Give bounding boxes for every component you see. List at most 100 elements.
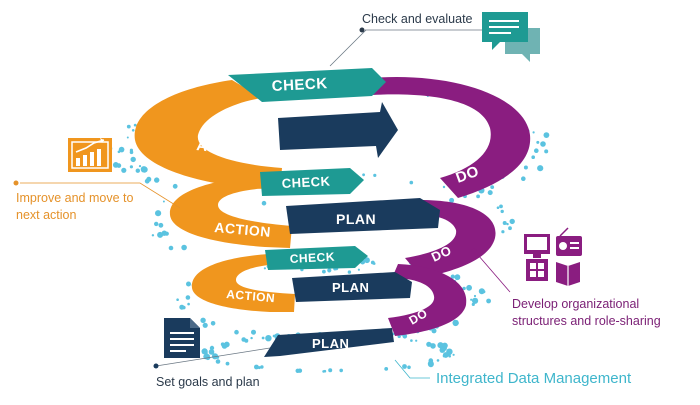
bubble-dot <box>129 150 134 155</box>
bubble-dot <box>496 206 500 209</box>
bubble-dot <box>472 297 479 304</box>
bubble-dot <box>261 336 265 340</box>
bubble-dot <box>347 270 352 274</box>
bubble-dot <box>536 140 540 144</box>
bubble-dot <box>154 177 160 183</box>
bubble-dot <box>426 341 432 347</box>
bubble-dot <box>208 349 215 355</box>
bubble-dot <box>215 359 221 364</box>
bubble-dot <box>126 124 131 129</box>
do-band-top <box>372 77 531 198</box>
bubble-dot <box>322 370 325 373</box>
bubble-dot <box>263 267 266 270</box>
caption-set-goals: Set goals and plan <box>156 375 260 389</box>
caption-improve-line2: next action <box>16 208 77 222</box>
document-icon <box>164 318 200 358</box>
bubble-dot <box>168 245 174 251</box>
bubble-dot <box>450 274 455 279</box>
bubble-dot <box>544 149 549 154</box>
bubble-dot <box>537 165 544 172</box>
bubble-dot <box>154 221 159 227</box>
bubble-dot <box>186 281 191 287</box>
bubble-dot <box>487 190 493 196</box>
bubble-dot <box>146 176 152 182</box>
bubble-dot <box>506 222 509 226</box>
bubble-dot <box>257 366 261 370</box>
plan-label-arrow: PLAN <box>312 336 349 351</box>
bubble-dot <box>415 339 418 342</box>
bubble-dot <box>409 180 414 185</box>
connector-dot <box>471 248 477 254</box>
check-band-mid <box>260 168 364 196</box>
bubble-dot <box>501 230 505 234</box>
bubble-dot <box>440 346 447 352</box>
bubble-dot <box>502 221 507 225</box>
bubble-dot <box>133 123 137 127</box>
bubble-dot <box>162 200 165 203</box>
bubble-dot <box>357 268 360 271</box>
bubble-dot <box>151 234 155 237</box>
bubble-dot <box>482 290 486 294</box>
bubble-dot <box>448 354 452 358</box>
bubble-dot <box>523 165 528 170</box>
bubble-dot <box>362 173 365 177</box>
bubble-dot <box>384 367 389 371</box>
bubble-dot <box>509 218 515 225</box>
action-label-mid: ACTION <box>214 219 272 240</box>
bubble-dot <box>531 155 535 159</box>
bubble-dot <box>462 286 466 291</box>
connector-lines <box>20 29 511 379</box>
caption-data-management: Integrated Data Management <box>436 370 632 387</box>
check-label-bottom: CHECK <box>289 250 335 266</box>
bubble-dot <box>364 257 370 264</box>
bubble-dot <box>141 166 148 173</box>
bubble-dot <box>202 350 205 353</box>
rising-chart-icon <box>68 138 112 172</box>
bubble-dot <box>322 269 326 274</box>
connector-dot <box>359 27 365 33</box>
bubble-dot <box>372 262 376 265</box>
bubble-dot <box>532 131 535 134</box>
bubble-dot <box>179 304 185 310</box>
bubble-dot <box>430 343 436 349</box>
action-label-bottom: ACTION <box>226 287 276 305</box>
bubble-dot <box>201 348 208 355</box>
chat-bubbles-icon <box>482 12 540 62</box>
caption-check-evaluate: Check and evaluate <box>362 12 473 26</box>
bubble-dot <box>500 209 504 214</box>
bubble-dot <box>254 364 259 370</box>
action-band-top <box>134 80 282 190</box>
bubble-dot <box>118 146 125 153</box>
bubble-dot <box>129 165 133 169</box>
caption-improve: Improve and move to next action <box>16 190 133 224</box>
action-band-bottom <box>191 254 295 312</box>
bubble-dot <box>225 361 230 366</box>
bubble-dot <box>181 244 187 251</box>
bubble-dot <box>210 321 216 326</box>
bubble-dot <box>250 336 253 340</box>
bubble-dot <box>455 277 459 280</box>
check-label-top: CHECK <box>271 75 328 95</box>
plan-band-bottom <box>292 272 412 302</box>
bubble-dot <box>373 173 377 177</box>
bubble-dot <box>407 365 411 370</box>
bubble-dot <box>486 298 491 304</box>
bubble-dot <box>499 204 503 209</box>
bubble-dot <box>297 368 303 373</box>
bubble-dot <box>157 231 164 238</box>
bubble-dot <box>442 185 446 189</box>
bubble-dot <box>428 361 434 368</box>
bubble-dot <box>112 162 119 168</box>
connector-dot <box>153 363 159 369</box>
do-band-mid <box>405 200 496 278</box>
bubble-dot <box>234 329 239 335</box>
bubble-dot <box>490 185 495 190</box>
bubble-dot <box>158 222 164 228</box>
do-band-bottom <box>388 264 467 336</box>
bubble-dot <box>452 353 455 356</box>
caption-develop-line2: structures and role-sharing <box>512 314 661 328</box>
bubble-dot <box>200 317 206 323</box>
bubble-dot <box>442 352 449 358</box>
bubble-dot <box>185 295 191 300</box>
